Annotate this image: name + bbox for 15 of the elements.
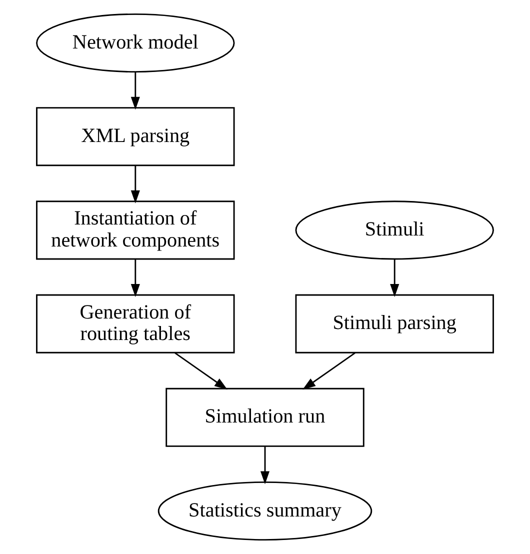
node-ellipse: Stimuli [295,200,494,260]
arrow [130,166,140,204]
arrow [390,259,400,297]
node-box: Simulation run [166,388,364,447]
node-ellipse: Statistics summary [158,481,372,541]
node-ellipse: Network model [36,13,235,73]
node-box: Instantiation of network components [36,200,235,260]
arrow [174,352,228,390]
node-box: Generation of routing tables [36,294,235,354]
arrow [130,72,140,110]
arrow [302,352,356,390]
node-box: XML parsing [36,107,235,166]
arrow [260,446,270,484]
node-box: Stimuli parsing [295,294,494,354]
arrow [130,259,140,297]
